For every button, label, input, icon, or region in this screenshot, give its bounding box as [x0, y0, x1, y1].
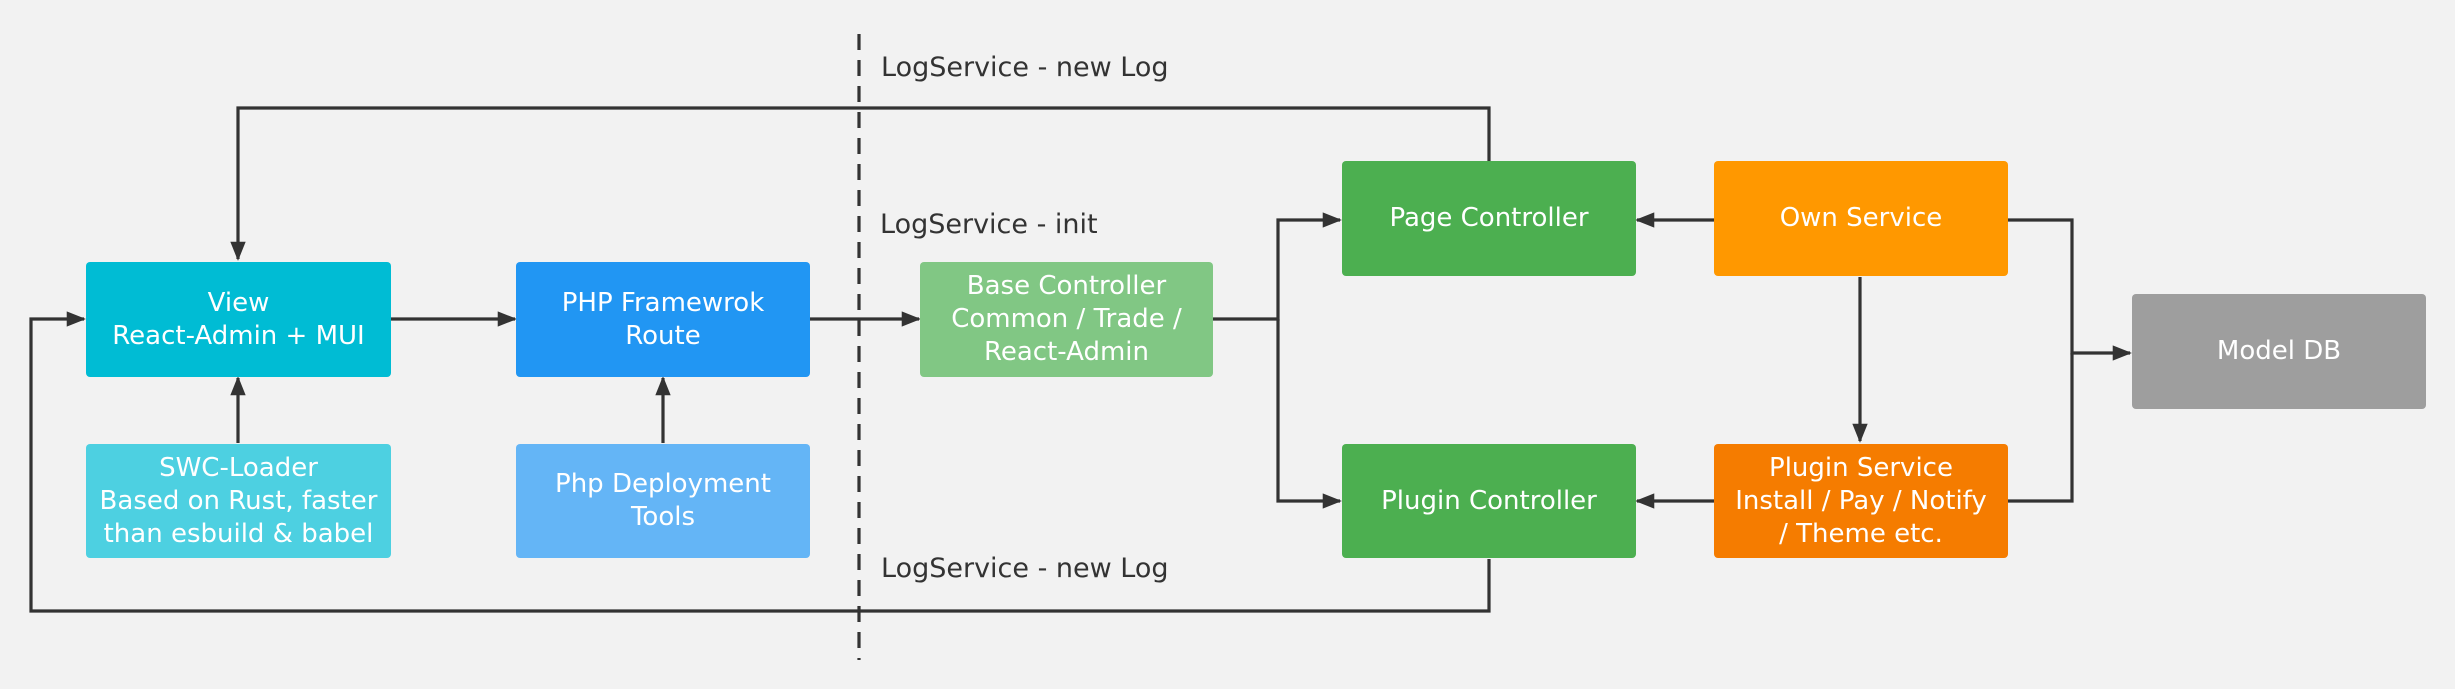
node-text-line: Own Service [1779, 203, 1943, 233]
node-text-line: than esbuild & babel [103, 518, 374, 549]
node-text-line: Page Controller [1389, 203, 1589, 233]
node-text-line: Plugin Service [1769, 452, 1953, 483]
node-text: Model DB [2217, 335, 2341, 368]
node-text-line: Based on Rust, faster [99, 485, 378, 516]
page-controller-node: Page Controller [1342, 161, 1636, 276]
node-text-line: Plugin Controller [1381, 485, 1597, 516]
model-db-node: Model DB [2132, 294, 2426, 409]
log-service-new-log-bottom-label: LogService - new Log [881, 553, 1169, 584]
plugin-controller-node: Plugin Controller [1342, 444, 1636, 558]
node-text-line: Common / Trade / [951, 304, 1182, 334]
node-text-line: View [207, 287, 270, 318]
node-text-line: / Theme etc. [1779, 518, 1943, 549]
node-text: Page Controller [1389, 202, 1588, 235]
edge-own-service-to-model-db [2008, 218, 2132, 361]
node-text: Plugin Controller [1381, 485, 1597, 518]
node-text-line: Base Controller [966, 271, 1167, 301]
own-service-node: Own Service [1714, 161, 2008, 276]
node-text-line: SWC-Loader [159, 452, 318, 483]
node-text-line: React-Admin + MUI [112, 320, 365, 351]
edge-plugin-controller-to-view-log [29, 311, 1491, 613]
node-text: Own Service [1780, 202, 1943, 235]
edge-base-to-page-controller [1213, 212, 1342, 321]
edge-plugin-service-to-model-db [2008, 353, 2074, 503]
node-text-line: Route [625, 320, 701, 351]
node-text-line: Install / Pay / Notify [1735, 485, 1987, 516]
node-text-line: React-Admin [983, 337, 1149, 367]
log-service-new-log-top-label: LogService - new Log [881, 52, 1169, 83]
node-text-line: Php Deployment [555, 469, 771, 499]
log-service-init-label: LogService - init [880, 209, 1098, 240]
node-text-line: Model DB [2216, 336, 2342, 366]
node-text-line: PHP Framewrok [561, 287, 765, 318]
edge-base-to-plugin-controller [1276, 319, 1342, 509]
node-text-line: Tools [630, 502, 696, 532]
edge-page-controller-to-view-log [230, 106, 1491, 261]
